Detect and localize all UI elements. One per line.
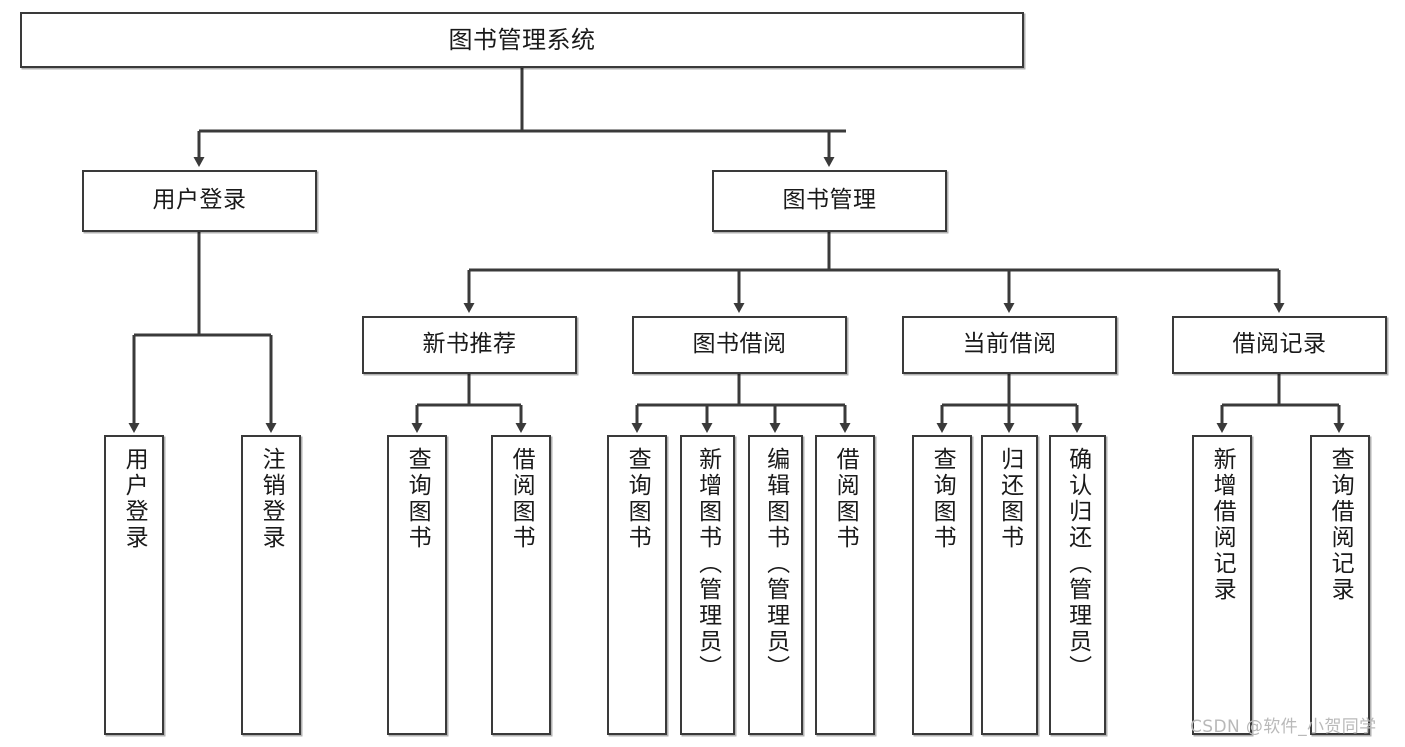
node-leaf-query-books-recommend[interactable]: 查询图书 (387, 435, 447, 735)
node-new-book-recommendation[interactable]: 新书推荐 (362, 316, 577, 374)
node-label: 查询图书 (404, 447, 431, 551)
node-leaf-query-books-current[interactable]: 查询图书 (912, 435, 972, 735)
node-leaf-borrow-books[interactable]: 借阅图书 (815, 435, 875, 735)
node-label: 查询借阅记录 (1327, 447, 1354, 603)
node-leaf-return-books[interactable]: 归还图书 (981, 435, 1038, 735)
node-leaf-logout[interactable]: 注销登录 (241, 435, 301, 735)
node-current-borrowing[interactable]: 当前借阅 (902, 316, 1117, 374)
node-label: 注销登录 (258, 447, 285, 551)
node-label: 查询图书 (929, 447, 956, 551)
node-label: 编辑图书（管理员） (762, 447, 789, 681)
node-label: 图书管理 (782, 187, 877, 214)
node-leaf-confirm-return-admin[interactable]: 确认归还（管理员） (1049, 435, 1106, 735)
node-leaf-borrow-books-recommend[interactable]: 借阅图书 (491, 435, 551, 735)
node-borrowing-records[interactable]: 借阅记录 (1172, 316, 1387, 374)
node-leaf-query-books-borrow[interactable]: 查询图书 (607, 435, 667, 735)
node-label: 用户登录 (121, 447, 148, 551)
node-leaf-add-borrow-record[interactable]: 新增借阅记录 (1192, 435, 1252, 735)
node-book-borrowing[interactable]: 图书借阅 (632, 316, 847, 374)
node-user-login[interactable]: 用户登录 (82, 170, 317, 232)
node-label: 图书管理系统 (448, 25, 596, 54)
node-leaf-edit-book-admin[interactable]: 编辑图书（管理员） (748, 435, 803, 735)
node-label: 归还图书 (996, 447, 1023, 551)
node-label: 用户登录 (152, 187, 247, 214)
node-label: 查询图书 (624, 447, 651, 551)
node-label: 当前借阅 (962, 331, 1057, 358)
node-label: 借阅图书 (832, 447, 859, 551)
node-label: 图书借阅 (692, 331, 787, 358)
node-book-management[interactable]: 图书管理 (712, 170, 947, 232)
node-leaf-add-book-admin[interactable]: 新增图书（管理员） (680, 435, 735, 735)
node-root[interactable]: 图书管理系统 (20, 12, 1024, 68)
node-leaf-query-borrow-record[interactable]: 查询借阅记录 (1310, 435, 1370, 735)
node-label: 借阅图书 (508, 447, 535, 551)
node-leaf-user-login[interactable]: 用户登录 (104, 435, 164, 735)
node-label: 借阅记录 (1232, 331, 1327, 358)
node-label: 确认归还（管理员） (1064, 447, 1091, 681)
node-label: 新增图书（管理员） (694, 447, 721, 681)
node-label: 新书推荐 (422, 331, 517, 358)
node-label: 新增借阅记录 (1209, 447, 1236, 603)
